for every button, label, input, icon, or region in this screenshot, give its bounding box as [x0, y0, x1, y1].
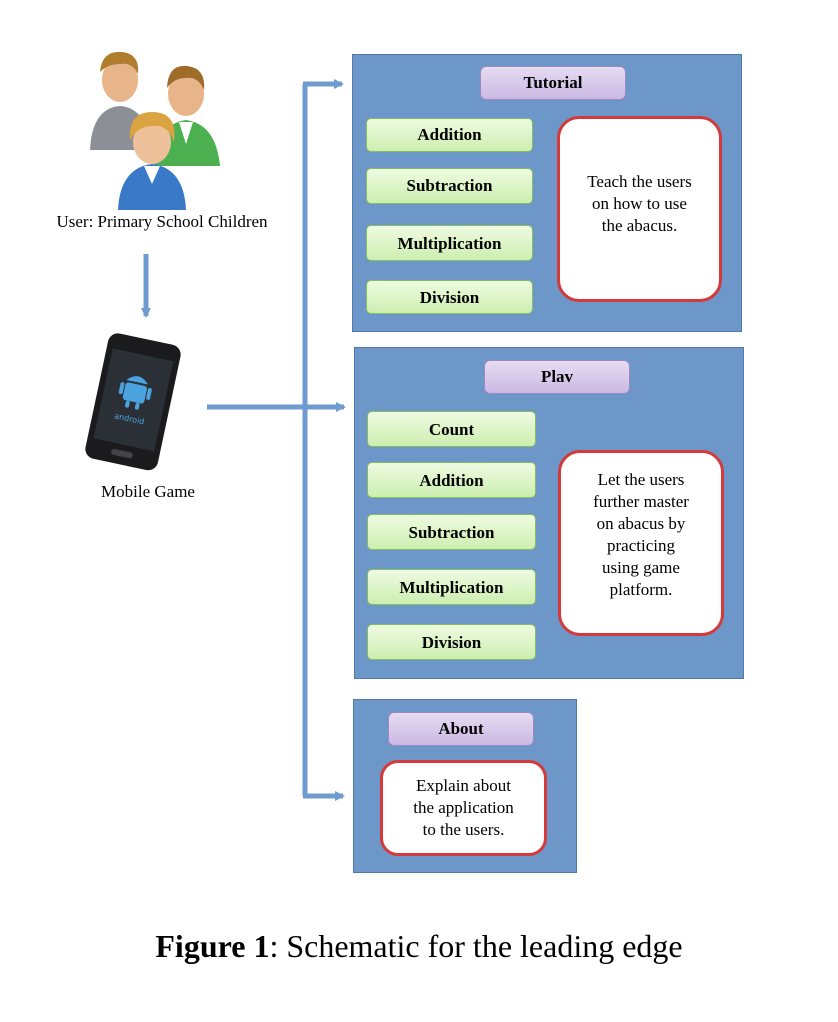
tutorial-item-addition: Addition	[366, 118, 533, 152]
about-title: About	[388, 712, 534, 746]
play-item-addition: Addition	[367, 462, 536, 498]
play-item-count: Count	[367, 411, 536, 447]
play-item-division: Division	[367, 624, 536, 660]
android-phone-icon: android	[85, 333, 181, 471]
play-item-multiplication: Multiplication	[367, 569, 536, 605]
play-description: Let the users further master on abacus b…	[558, 450, 724, 636]
tutorial-title: Tutorial	[480, 66, 626, 100]
tutorial-item-subtraction: Subtraction	[366, 168, 533, 204]
tutorial-item-multiplication: Multiplication	[366, 225, 533, 261]
figure-label: Figure 1	[155, 928, 270, 964]
figure-caption-text: : Schematic for the leading edge	[269, 928, 683, 964]
device-label: Mobile Game	[101, 482, 195, 501]
tutorial-description: Teach the users on how to use the abacus…	[557, 116, 722, 302]
user-label: User: Primary School Children	[56, 212, 268, 231]
play-item-subtraction: Subtraction	[367, 514, 536, 550]
play-title: Plav	[484, 360, 630, 394]
about-description: Explain about the application to the use…	[380, 760, 547, 856]
user-group-icon	[90, 51, 220, 210]
tutorial-item-division: Division	[366, 280, 533, 314]
figure-caption: Figure 1: Schematic for the leading edge	[0, 928, 838, 965]
